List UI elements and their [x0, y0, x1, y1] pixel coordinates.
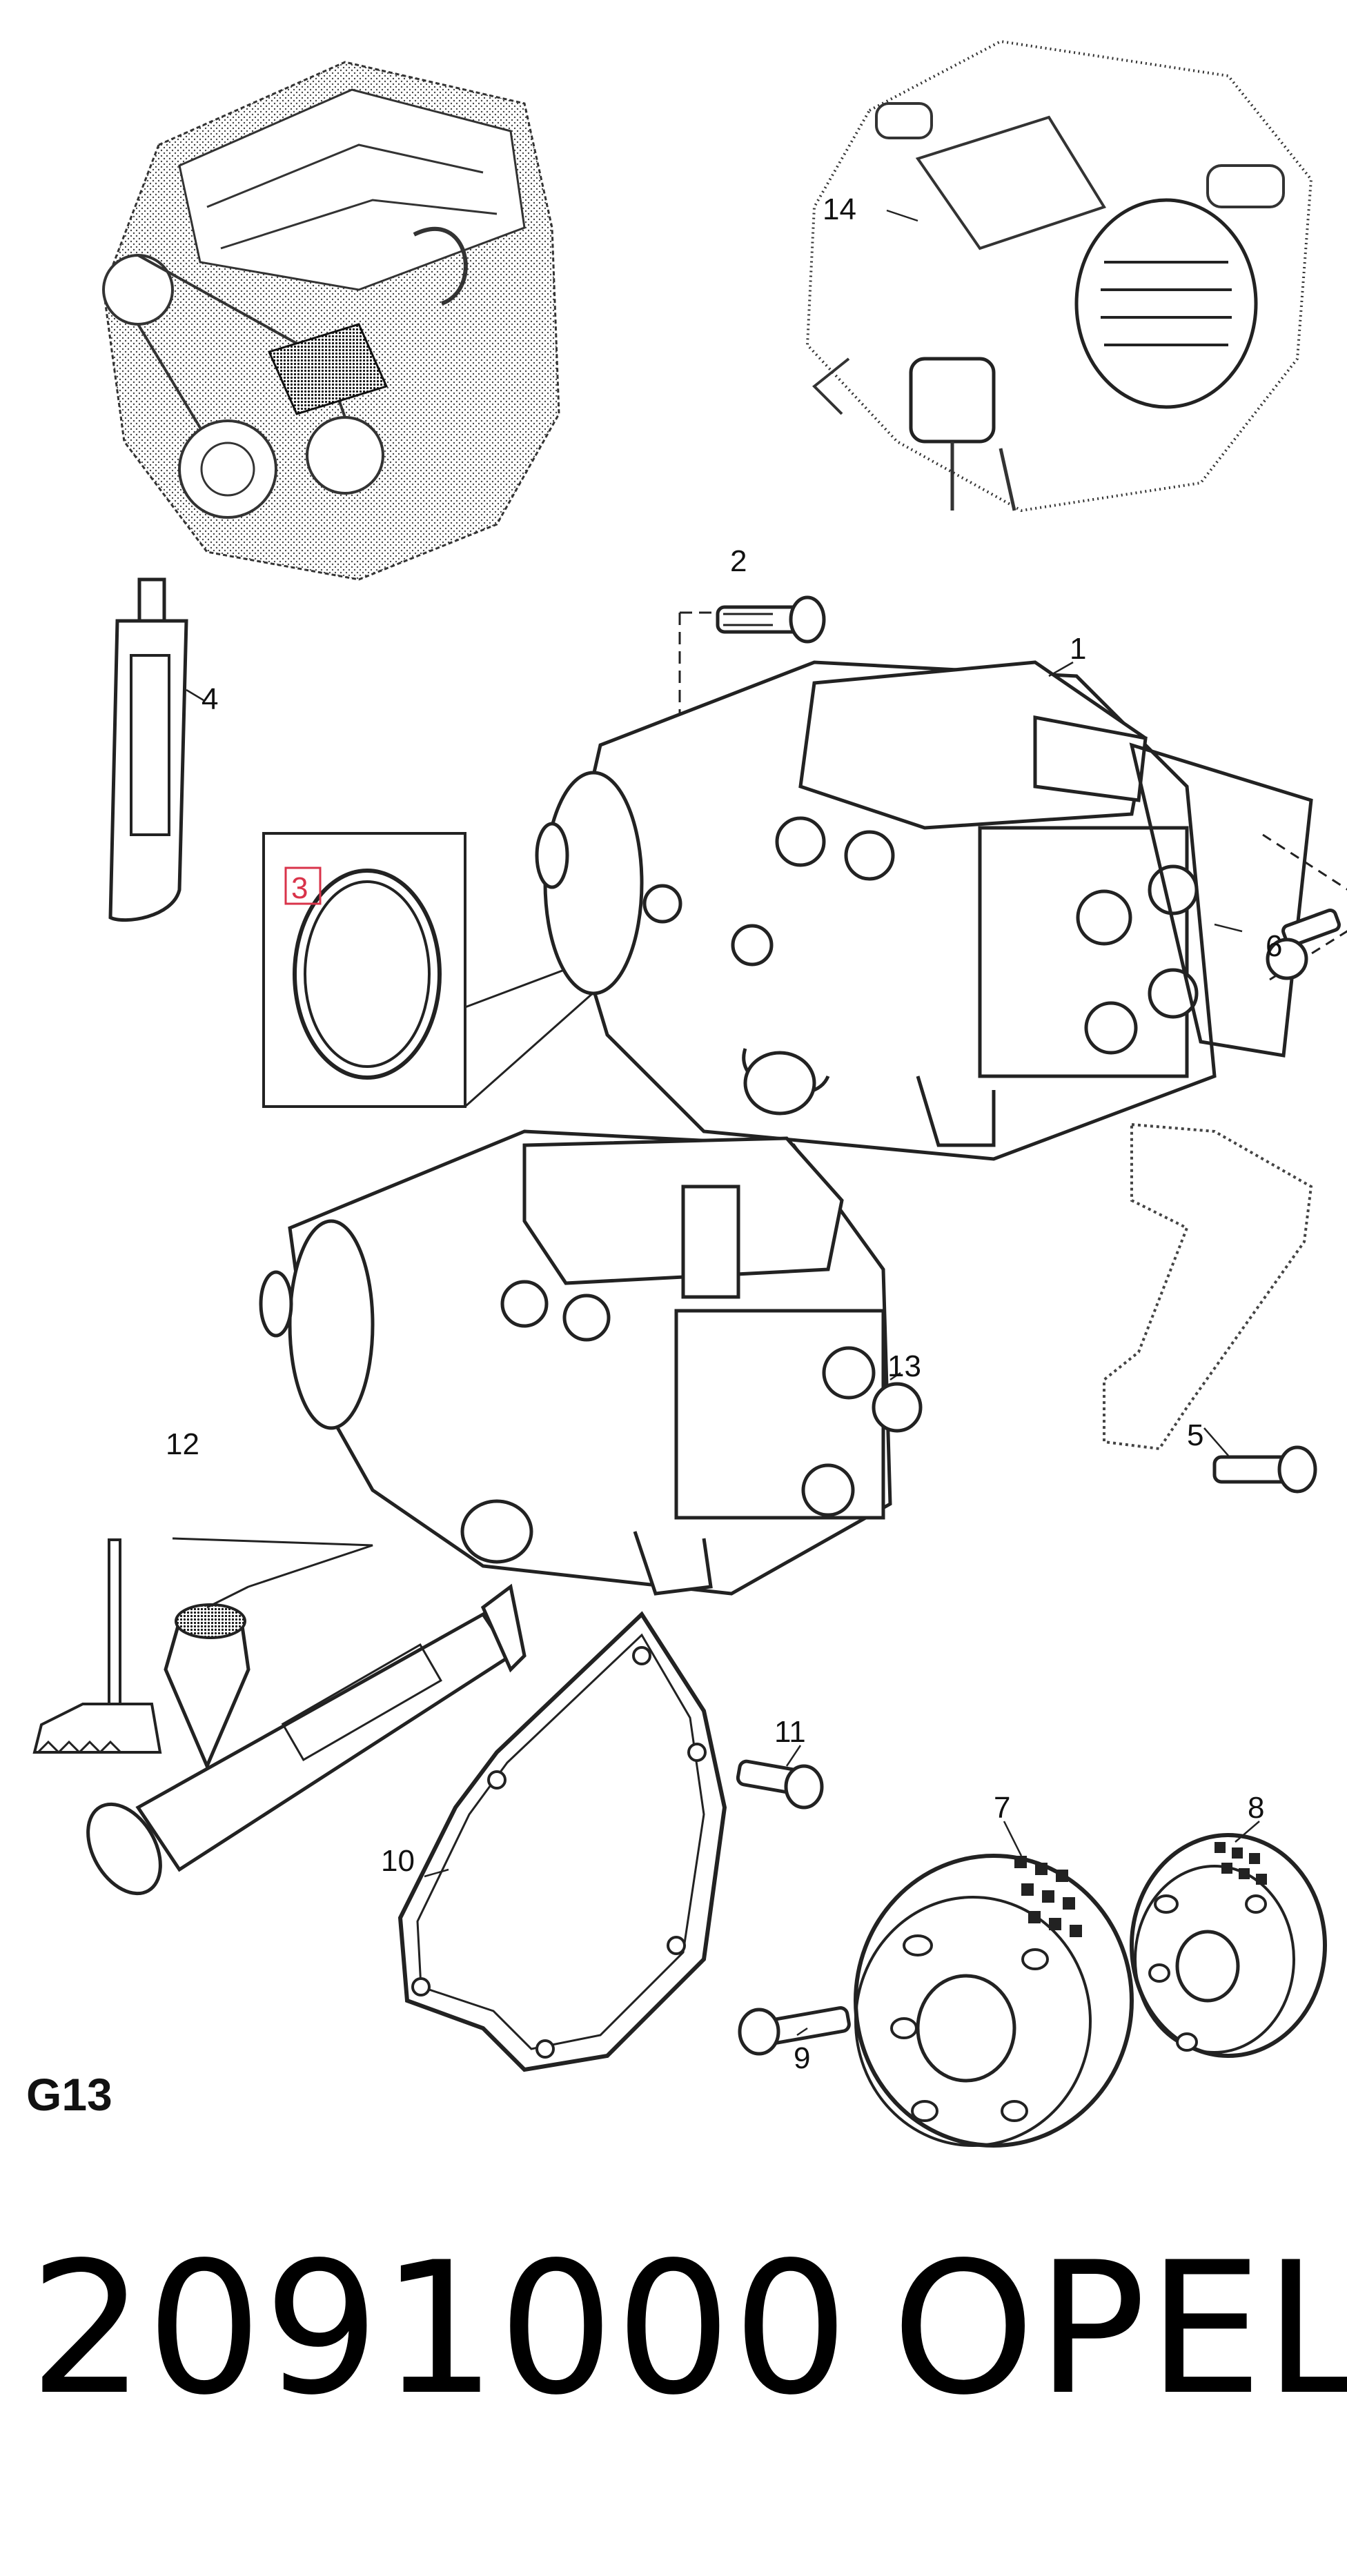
part-6-bolt	[1266, 908, 1341, 980]
part-8-hub	[1130, 1833, 1327, 2058]
engine-overview	[102, 61, 560, 581]
part-9-bolt	[738, 2006, 851, 2056]
part-number: 2091000	[29, 2223, 850, 2435]
part-12-sealant-kit	[32, 1537, 527, 1896]
part-3-inset	[262, 832, 601, 1108]
part-1-injection-pump	[535, 660, 1347, 1161]
brand-name: OPEL	[892, 2223, 1347, 2435]
part-10-gasket	[397, 1611, 727, 2072]
leader-lines	[186, 209, 1260, 2037]
part-4-tube	[108, 577, 188, 922]
section-code: G13	[26, 2069, 112, 2120]
callout-labels: 1 2 3 4 5 6 7 8 9 10 11 12 13 14	[166, 192, 1282, 2075]
part-14-high-pressure-pump	[805, 39, 1313, 513]
callout-13: 13	[887, 1349, 921, 1383]
highlighted-pump-location	[267, 323, 389, 415]
callout-6: 6	[1266, 929, 1282, 963]
callout-4: 4	[201, 682, 218, 716]
callout-2: 2	[730, 544, 747, 578]
part-11-bolt	[736, 1759, 824, 1810]
callout-12: 12	[166, 1427, 199, 1461]
callout-8: 8	[1248, 1791, 1264, 1825]
part-2-bolt	[678, 595, 826, 814]
part-7-hub	[854, 1854, 1134, 2148]
callout-7: 7	[994, 1791, 1010, 1825]
callout-10: 10	[381, 1844, 415, 1878]
callout-5: 5	[1187, 1418, 1203, 1452]
callout-14: 14	[823, 192, 856, 226]
callout-9: 9	[794, 2041, 810, 2075]
callout-11: 11	[774, 1715, 806, 1749]
callout-3-highlight-box	[284, 866, 322, 905]
callout-1: 1	[1070, 632, 1086, 666]
part-13-injection-pump	[259, 1129, 923, 1596]
part-5-bracket-and-bolt	[1103, 1122, 1317, 1494]
callout-3: 3	[291, 871, 308, 905]
